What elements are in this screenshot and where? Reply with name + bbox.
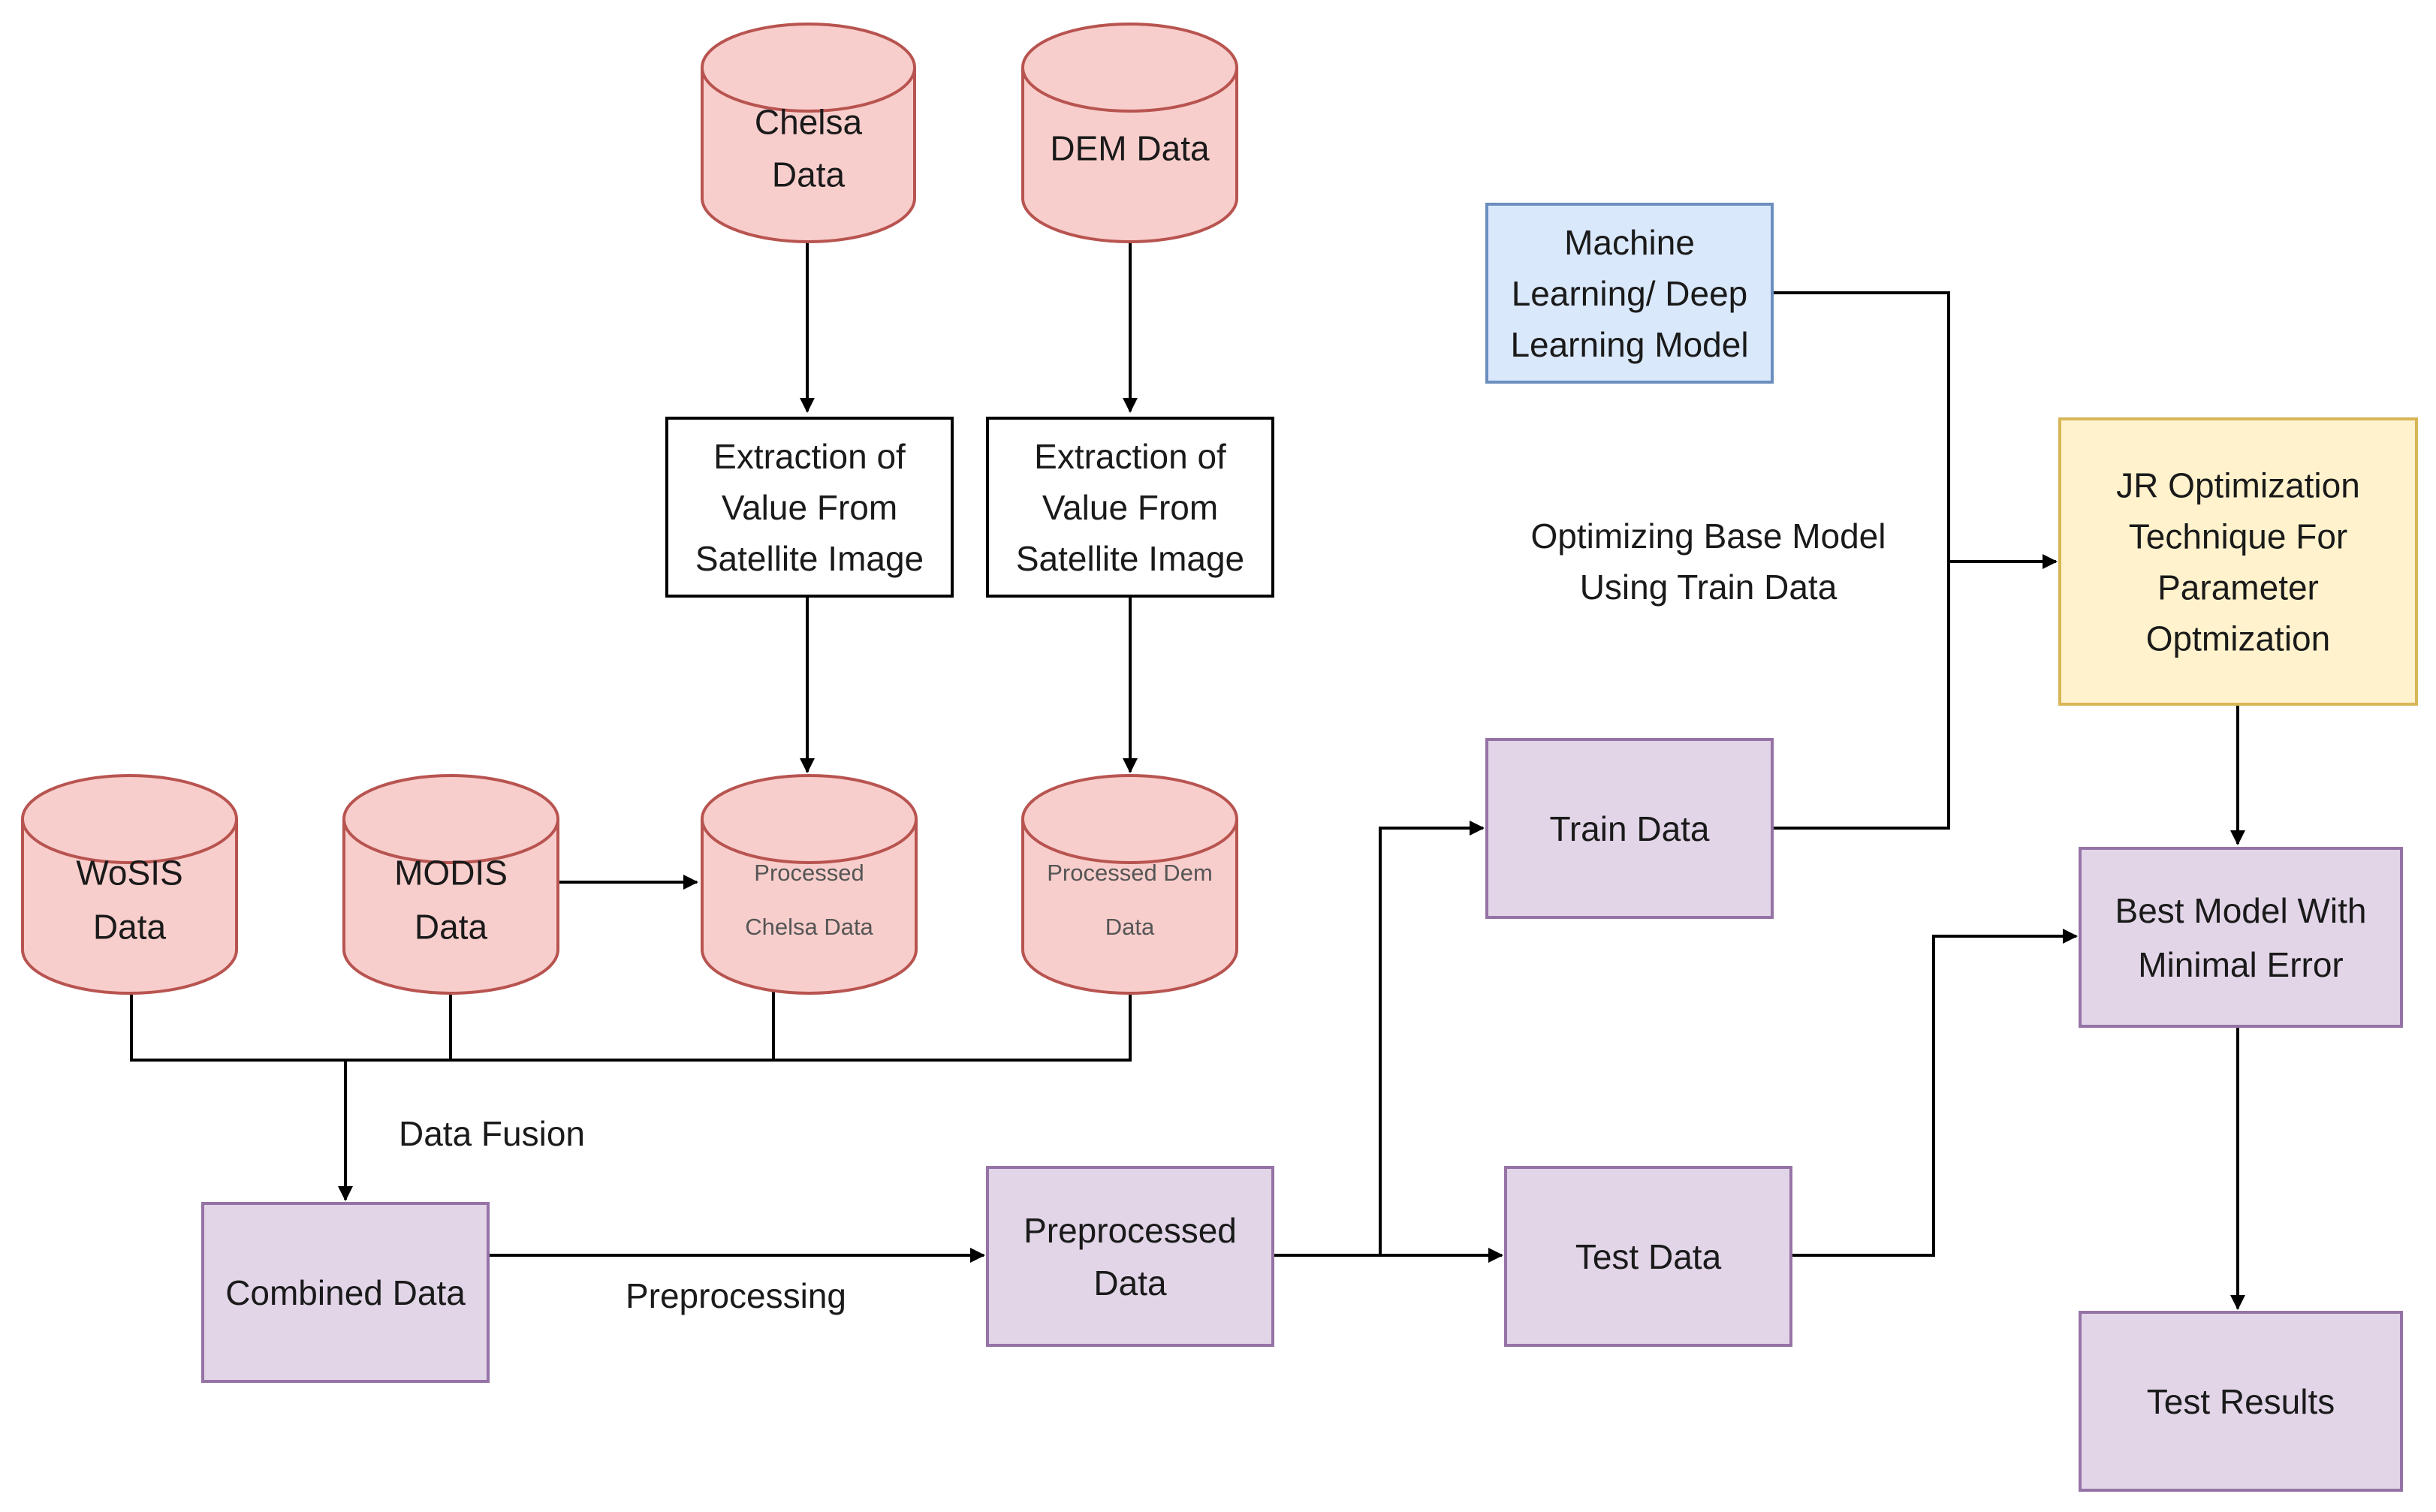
edge-label-data-fusion: Data Fusion: [399, 1114, 585, 1153]
wosis-data-cylinder[interactable]: WoSIS Data: [21, 774, 238, 995]
extraction-chelsa-box-line-1: Extraction of: [713, 437, 906, 476]
extraction-chelsa-box-shape: [665, 417, 954, 598]
processed-chelsa-cylinder-body: [701, 774, 918, 995]
edge-model-to-jr: [1772, 291, 2058, 569]
ml-model-box-shape: [1485, 203, 1774, 384]
wosis-data-cylinder-line-1: WoSIS: [76, 854, 182, 893]
ml-model-box-line-2: Learning/ Deep: [1512, 274, 1748, 313]
test-data-box-shape: [1504, 1166, 1792, 1347]
combined-data-box-shape: [201, 1202, 490, 1383]
extraction-chelsa-box-line-2: Value From: [722, 488, 897, 527]
processed-dem-cylinder-line-1: Processed Dem: [1047, 860, 1213, 886]
test-results-box-shape: [2079, 1311, 2403, 1492]
modis-data-cylinder-body: [342, 774, 559, 995]
combined-data-box-line-1: Combined Data: [225, 1273, 466, 1312]
edge-fusion-bus: [130, 991, 1132, 1062]
edge-train-to-jr: [1772, 562, 1950, 830]
jr-optimization-box-shape: [2058, 417, 2418, 706]
modis-data-cylinder-rim: [342, 818, 559, 864]
preprocessed-data-box-shape: [986, 1166, 1274, 1347]
jr-optimization-box-line-1: JR Optimization: [2116, 466, 2360, 505]
best-model-box-shape: [2079, 847, 2403, 1028]
test-data-box[interactable]: Test Data: [1504, 1166, 1792, 1347]
modis-data-cylinder-line-2: Data: [415, 908, 488, 947]
best-model-box-line-2: Minimal Error: [2138, 945, 2343, 984]
processed-chelsa-cylinder-rim: [701, 818, 918, 864]
connectors: [130, 239, 2245, 1310]
dem-data-cylinder[interactable]: DEM Data: [1021, 23, 1238, 243]
train-data-box-line-1: Train Data: [1549, 809, 1709, 848]
extraction-dem-box-line-3: Satellite Image: [1016, 539, 1244, 578]
train-data-box-shape: [1485, 738, 1774, 919]
ml-model-box-line-1: Machine: [1564, 223, 1695, 262]
best-model-box-line-1: Best Model With: [2115, 891, 2367, 930]
preprocessed-data-box-line-2: Data: [1093, 1264, 1167, 1303]
processed-chelsa-cylinder-line-2: Chelsa Data: [745, 914, 873, 940]
jr-optimization-box-line-4: Optmization: [2146, 619, 2330, 658]
jr-optimization-box-line-2: Technique For: [2129, 517, 2348, 556]
dem-data-cylinder-line-1: DEM Data: [1050, 129, 1210, 168]
processed-chelsa-cylinder-line-1: Processed: [754, 860, 864, 886]
wosis-data-cylinder-body: [21, 774, 238, 995]
test-results-box[interactable]: Test Results: [2079, 1311, 2403, 1492]
extraction-dem-box-line-1: Extraction of: [1034, 437, 1226, 476]
edge-label-optimizing-line-1: Optimizing Base Model: [1531, 517, 1886, 556]
chelsa-data-cylinder-line-1: Chelsa: [755, 103, 863, 142]
dem-data-cylinder-rim: [1021, 67, 1238, 113]
processed-dem-cylinder-line-2: Data: [1105, 914, 1155, 940]
modis-data-cylinder-line-1: MODIS: [394, 854, 508, 893]
extraction-dem-box-line-2: Value From: [1042, 488, 1218, 527]
combined-data-box[interactable]: Combined Data: [201, 1202, 490, 1383]
jr-optimization-box-line-3: Parameter: [2157, 568, 2319, 607]
chelsa-data-cylinder-line-2: Data: [772, 155, 846, 194]
extraction-chelsa-box-line-3: Satellite Image: [695, 539, 924, 578]
train-data-box[interactable]: Train Data: [1485, 738, 1774, 919]
wosis-data-cylinder-line-2: Data: [93, 908, 167, 947]
chelsa-data-cylinder-body: [701, 23, 916, 243]
processed-dem-cylinder-body: [1021, 774, 1238, 995]
edge-split-to-train: [1379, 821, 1485, 1255]
edge-label-optimizing-line-2: Using Train Data: [1580, 568, 1838, 607]
edge-label-preprocessing: Preprocessing: [626, 1276, 846, 1315]
modis-data-cylinder[interactable]: MODIS Data: [342, 774, 559, 995]
test-data-box-line-1: Test Data: [1575, 1237, 1722, 1276]
processed-dem-cylinder-rim: [1021, 818, 1238, 864]
test-results-box-line-1: Test Results: [2147, 1382, 2335, 1421]
chelsa-data-cylinder-rim: [701, 67, 916, 113]
edge-test-to-best: [1791, 929, 2078, 1257]
preprocessed-data-box-line-1: Preprocessed: [1024, 1211, 1237, 1250]
wosis-data-cylinder-rim: [21, 818, 238, 864]
extraction-dem-box-shape: [986, 417, 1274, 598]
ml-model-box-line-3: Learning Model: [1510, 325, 1748, 364]
dem-data-cylinder-body: [1021, 23, 1238, 243]
